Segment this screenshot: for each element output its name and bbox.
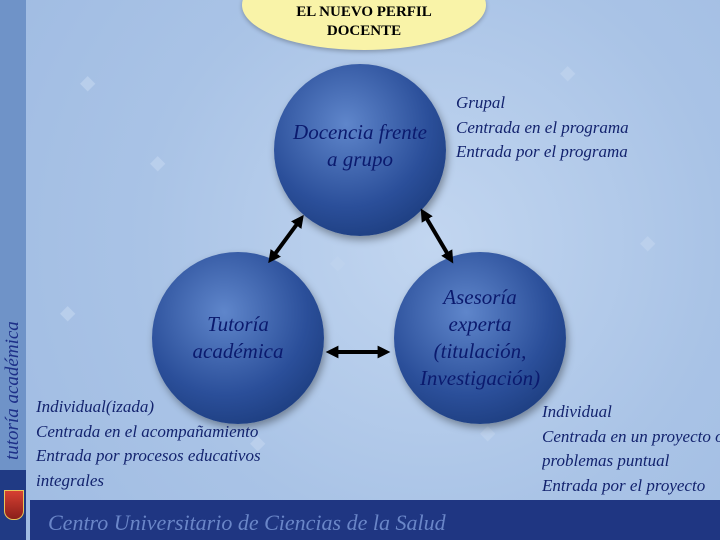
circle-docencia — [274, 64, 446, 236]
docencia-line-2: a grupo — [327, 147, 393, 171]
footer-bar — [30, 500, 720, 540]
note-individualizada-line: integrales — [36, 470, 104, 490]
note-individual: Individual Centrada en un proyecto o pro… — [542, 400, 720, 498]
asesoria-line-4: Investigación) — [419, 366, 541, 390]
note-grupal-line: Centrada en el programa — [456, 117, 629, 137]
note-individual-line: problemas puntual — [542, 451, 670, 470]
slide-title: EL NUEVO PERFIL DOCENTE — [242, 3, 486, 41]
sidebar-band — [0, 0, 26, 540]
university-crest-icon — [4, 490, 24, 520]
title-line-2: DOCENTE — [326, 23, 402, 39]
note-individual-line: Entrada por el proyecto — [542, 475, 706, 495]
crest-panel — [0, 470, 26, 540]
asesoria-line-1: Asesoría — [443, 285, 517, 309]
circle-tutoria — [152, 252, 324, 424]
note-individualizada-line: Centrada en el acompañamiento — [36, 421, 259, 441]
asesoria-line-3: (titulación, — [433, 339, 527, 363]
note-individualizada: Individual(izada) Centrada en el acompañ… — [36, 395, 261, 493]
circle-tutoria-label: Tutoría académica — [152, 311, 324, 365]
circle-docencia-label: Docencia frente a grupo — [270, 119, 450, 173]
note-individual-line: Centrada en un proyecto o — [542, 426, 720, 446]
note-grupal-line: Grupal — [456, 93, 506, 112]
footer-text: Centro Universitario de Ciencias de la S… — [48, 510, 446, 535]
note-individual-clip: Individual Centrada en un proyecto o pro… — [542, 400, 720, 500]
tutoria-line-2: académica — [192, 339, 284, 363]
circle-asesoria — [394, 252, 566, 424]
circle-asesoria-label: Asesoría experta (titulación, Investigac… — [392, 284, 568, 392]
note-individual-line: Individual — [542, 402, 612, 421]
note-grupal-line: Entrada por el programa — [456, 142, 628, 161]
arrow-top-right — [420, 208, 454, 264]
note-grupal: Grupal Centrada en el programa Entrada p… — [456, 91, 629, 165]
arrow-top-left — [268, 214, 304, 264]
docencia-line-1: Docencia frente — [293, 120, 427, 144]
asesoria-line-2: experta — [448, 312, 512, 336]
note-individualizada-line: Entrada por procesos educativos — [36, 446, 261, 465]
title-line-1: EL NUEVO PERFIL — [296, 4, 432, 20]
note-individualizada-line: Individual(izada) — [36, 397, 155, 416]
tutoria-line-1: Tutoría — [207, 312, 269, 336]
